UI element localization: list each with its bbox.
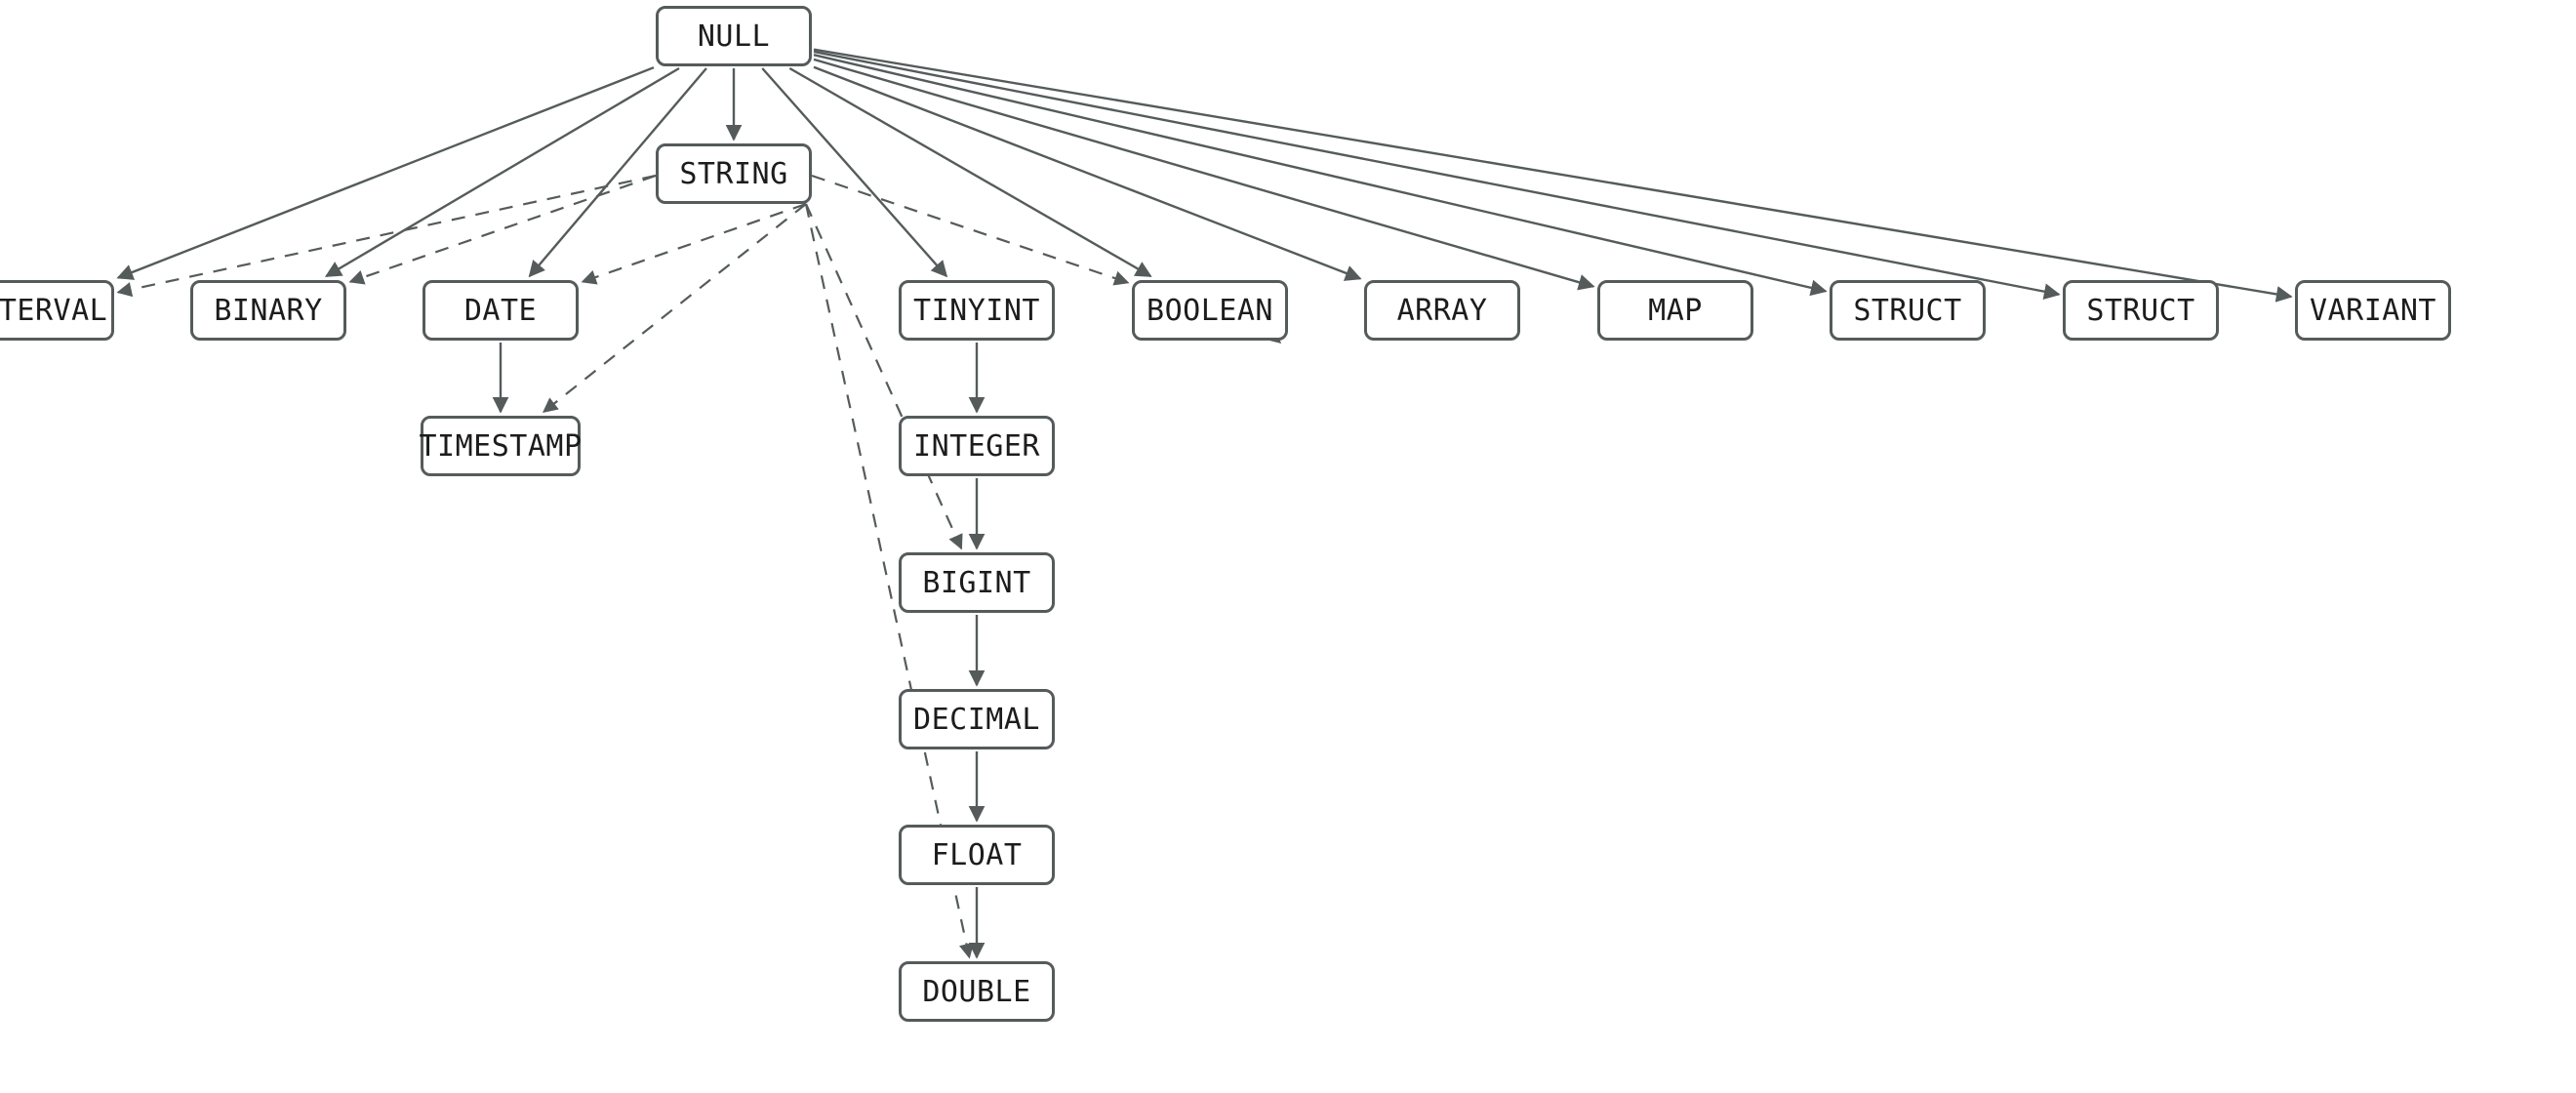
- edge-null-to-boolean: [788, 66, 1152, 278]
- node-double[interactable]: DOUBLE: [899, 961, 1055, 1022]
- node-array[interactable]: ARRAY: [1364, 280, 1520, 341]
- node-integer[interactable]: INTEGER: [899, 416, 1055, 476]
- node-bigint[interactable]: BIGINT: [899, 552, 1055, 613]
- node-tinyint[interactable]: TINYINT: [899, 280, 1055, 341]
- edge-null-to-struct2: [813, 50, 2061, 300]
- node-null[interactable]: NULL: [656, 6, 812, 66]
- node-map[interactable]: MAP: [1597, 280, 1753, 341]
- node-struct2[interactable]: STRUCT: [2063, 280, 2219, 341]
- node-binary[interactable]: BINARY: [190, 280, 346, 341]
- node-decimal[interactable]: DECIMAL: [899, 689, 1055, 749]
- node-boolean[interactable]: BOOLEAN: [1132, 280, 1288, 341]
- edge-null-to-variant: [813, 48, 2293, 303]
- edge-null-to-struct1: [813, 53, 1828, 297]
- node-variant[interactable]: VARIANT: [2295, 280, 2451, 341]
- edge-string-to-boolean: [811, 174, 1130, 286]
- edge-string-to-binary: [348, 174, 657, 285]
- edge-null-to-map: [813, 58, 1595, 291]
- edge-null-to-date: [528, 67, 707, 278]
- edge-string-to-date: [581, 202, 807, 285]
- edge-string-to-bigint: [804, 203, 963, 550]
- edge-null-to-tinyint: [761, 67, 948, 278]
- node-struct1[interactable]: STRUCT: [1830, 280, 1986, 341]
- node-string[interactable]: STRING: [656, 143, 812, 204]
- edge-null-to-binary: [324, 66, 680, 278]
- edge-string-to-interval: [116, 174, 657, 298]
- node-interval[interactable]: INTERVAL: [0, 280, 114, 341]
- node-timestamp[interactable]: TIMESTAMP: [419, 416, 582, 476]
- edge-string-to-timestamp: [542, 203, 807, 413]
- node-date[interactable]: DATE: [423, 280, 579, 341]
- edge-null-to-array: [813, 65, 1362, 281]
- edge-null-to-interval: [116, 66, 655, 280]
- node-float[interactable]: FLOAT: [899, 825, 1055, 885]
